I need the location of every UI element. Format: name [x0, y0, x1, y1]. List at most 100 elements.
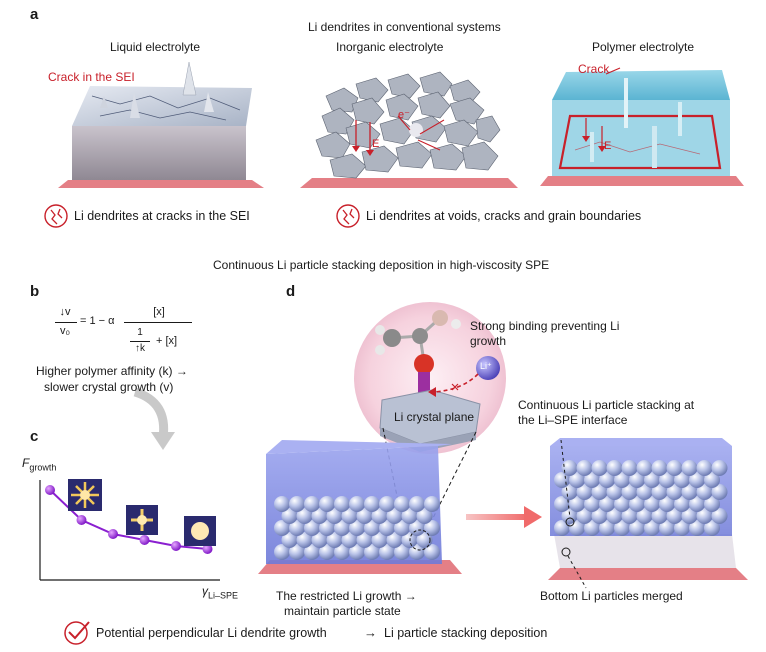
li-particle	[364, 496, 380, 512]
chart-y-label-main: F	[22, 456, 30, 470]
li-particle	[666, 460, 683, 476]
li-particle	[636, 484, 653, 500]
footer-left: Potential perpendicular Li dendrite grow…	[96, 626, 327, 640]
li-particle	[584, 520, 600, 536]
electrolyte-block-left	[258, 440, 462, 574]
li-particle	[636, 508, 653, 524]
li-particle	[651, 484, 668, 500]
li-particle	[659, 472, 675, 488]
polymer-electrolyte-block	[540, 67, 744, 186]
li-particle	[379, 520, 395, 536]
li-particle	[711, 484, 728, 500]
electron-label: e⁻	[398, 109, 410, 121]
li-particle	[274, 496, 290, 512]
li-particle	[334, 544, 350, 560]
li-particle	[629, 496, 645, 512]
li-particle	[689, 496, 705, 512]
inorganic-electrolyte-block	[300, 71, 518, 188]
li-particle	[409, 520, 425, 536]
li-particle	[606, 484, 623, 500]
li-particle	[666, 484, 683, 500]
transition-arrow	[466, 506, 542, 528]
chart-y-label: Fgrowth	[22, 456, 56, 472]
liquid-electrolyte-block	[58, 61, 264, 188]
panel-a-letter: a	[30, 6, 39, 23]
chart-c-axes	[39, 480, 220, 581]
middle-header: Continuous Li particle stacking depositi…	[213, 258, 550, 272]
panel-c-letter: c	[30, 428, 39, 445]
crack-label: Crack	[578, 62, 610, 76]
li-particle	[599, 472, 615, 488]
check-icon	[64, 621, 90, 645]
footer-arrow: →	[364, 625, 377, 640]
li-particle	[311, 508, 328, 524]
li-particle	[614, 496, 630, 512]
li-particle	[591, 460, 608, 476]
li-particle	[424, 520, 440, 536]
li-particle	[576, 484, 593, 500]
polymer-affinity-line2: slower crystal growth (v)	[44, 380, 174, 394]
li-particle	[409, 544, 425, 560]
li-particle	[599, 496, 615, 512]
li-particle	[394, 544, 410, 560]
li-particle	[349, 544, 365, 560]
li-particle	[696, 508, 713, 524]
li-particle	[356, 532, 373, 548]
li-particle	[364, 520, 380, 536]
eq-x: [x]	[153, 306, 165, 318]
li-particle	[606, 508, 623, 524]
li-particle	[599, 520, 615, 536]
li-ion	[428, 356, 500, 397]
li-particle	[319, 520, 335, 536]
li-particle	[644, 520, 660, 536]
li-particle	[296, 532, 313, 548]
li-particle	[674, 520, 690, 536]
li-particle	[311, 532, 328, 548]
li-particle	[591, 508, 608, 524]
li-particle	[569, 496, 585, 512]
li-particle	[281, 532, 298, 548]
li-particle	[424, 544, 440, 560]
field-e-label-inorganic: E	[372, 138, 380, 150]
li-particle	[356, 508, 373, 524]
li-particle	[364, 544, 380, 560]
li-particle	[711, 460, 728, 476]
li-particle	[591, 484, 608, 500]
li-particle	[689, 472, 705, 488]
li-particle	[644, 472, 660, 488]
li-particle	[341, 508, 358, 524]
stacking-line2: the Li–SPE interface	[518, 413, 628, 427]
li-particle	[334, 496, 350, 512]
polymer-electrolyte-label: Polymer electrolyte	[592, 40, 695, 54]
li-particle	[681, 508, 698, 524]
li-particle	[666, 508, 683, 524]
li-particle	[704, 472, 720, 488]
eq-k: ↑k	[135, 343, 145, 354]
crystal-inset-2	[126, 505, 158, 535]
li-particle	[386, 532, 403, 548]
li-particle	[281, 508, 298, 524]
li-particle	[349, 520, 365, 536]
data-point	[108, 529, 118, 539]
crack-icon-left	[44, 204, 68, 228]
panel-d-letter: d	[286, 283, 296, 300]
eq-v-den: v₀	[59, 325, 71, 337]
li-particle	[274, 544, 290, 560]
li-particle	[614, 472, 630, 488]
footer-right: Li particle stacking deposition	[384, 626, 548, 640]
li-particle	[561, 484, 578, 500]
li-particle	[326, 508, 343, 524]
polymer-affinity-line1: Higher polymer affinity (k) →	[36, 364, 188, 378]
li-particle	[379, 544, 395, 560]
li-particle	[651, 460, 668, 476]
li-particle	[416, 508, 433, 524]
li-particle	[636, 460, 653, 476]
li-particle	[576, 508, 593, 524]
li-particle	[424, 496, 440, 512]
li-particle	[394, 520, 410, 536]
li-particle	[569, 472, 585, 488]
li-particle	[554, 496, 570, 512]
li-particle	[584, 496, 600, 512]
eq-one: 1	[137, 327, 143, 338]
li-particle	[289, 520, 305, 536]
